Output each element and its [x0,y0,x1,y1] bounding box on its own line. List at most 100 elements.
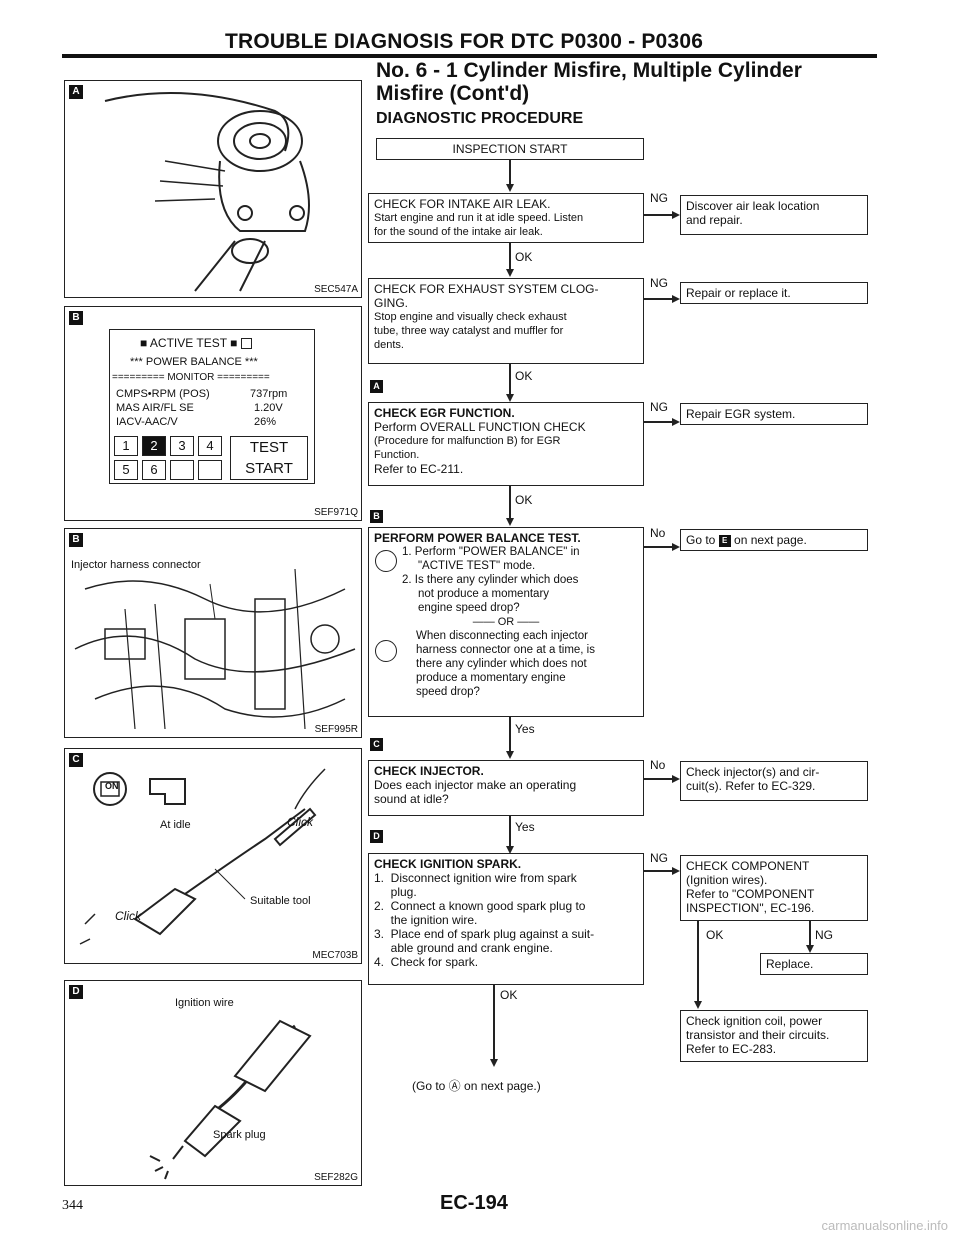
or-divider: —— OR —— [472,616,540,628]
step-exhaust-clogging: CHECK FOR EXHAUST SYSTEM CLOG- GING. Sto… [368,278,644,364]
monitor-row: CMPS•RPM (POS) [116,388,210,400]
figure-panel-d: D Ignition wire Spark plug SEF282G [64,980,362,1186]
ng-label: NG [815,928,833,942]
procedure-title: DIAGNOSTIC PROCEDURE [376,110,584,127]
ng-box-air-leak: Discover air leak location and repair. [680,195,868,235]
step-intake-air-leak: CHECK FOR INTAKE AIR LEAK. Start engine … [368,193,644,243]
monitor-value: 1.20V [254,402,283,414]
figure-code-d: SEF282G [314,1172,358,1183]
connector-line [644,546,674,548]
figure-code-b: SEF971Q [314,507,358,518]
ng-label: NG [650,191,668,205]
connector-line [644,214,674,216]
screen-line-power-balance: *** POWER BALANCE *** [130,356,258,368]
connector-line [644,298,674,300]
figure-panel-a: A SEC547A [64,80,362,298]
page-header-title: TROUBLE DIAGNOSIS FOR DTC P0300 - P0306 [225,30,704,53]
click-label: Click [287,815,313,829]
spark-plug-illustration [149,1019,312,1180]
arrow-right [672,418,680,426]
test-start-button[interactable]: TEST START [230,436,308,480]
spark-plug-label: Spark plug [213,1129,266,1141]
arrow-right [672,867,680,875]
no-box-go-to-e: Go to E on next page. [680,529,868,551]
inspection-start-box: INSPECTION START [376,138,644,160]
figure-panel-c: C ON At idle Click Click Suitable tool M… [64,748,362,964]
connector-line [509,364,511,396]
connector-line [809,921,811,947]
ok-label: OK [706,928,724,942]
arrow-down [506,518,514,526]
arrow-down [506,751,514,759]
panel-label-a: A [69,85,83,99]
cylinder-button-3[interactable]: 3 [170,436,194,456]
ignition-on-label: ON [105,781,119,791]
checkbox-icon [240,338,252,350]
cylinder-button-2[interactable]: 2 [142,436,166,456]
arrow-right [672,543,680,551]
injector-harness-caption: Injector harness connector [71,559,201,571]
ok-label: OK [515,493,533,507]
ok-label: OK [500,988,518,1002]
arrow-down [806,945,814,953]
no-box-injector: Check injector(s) and cir- cuit(s). Refe… [680,761,868,801]
tools-icon [375,640,397,662]
cylinder-button-6[interactable]: 6 [142,460,166,480]
arrow-right [672,295,680,303]
arrow-right [672,211,680,219]
figure-panel-b: B ■ ACTIVE TEST ■ *** POWER BALANCE *** … [64,306,362,521]
no-label: No [650,526,666,540]
arrow-down [506,394,514,402]
injector-check-illustration [79,768,326,945]
click-label-2: Click [115,909,141,923]
panel-label-d: D [69,985,83,999]
ng-label: NG [650,276,668,290]
watermark: carmanualsonline.info [821,1218,948,1233]
step-power-balance: PERFORM POWER BALANCE TEST. 1. Perform "… [368,527,644,717]
cylinder-button-1[interactable]: 1 [114,436,138,456]
section-page-code: EC-194 [440,1192,508,1214]
at-idle-label: At idle [160,819,191,831]
arrow-right [672,775,680,783]
step-ignition-spark: CHECK IGNITION SPARK. 1. Disconnect igni… [368,853,644,985]
monitor-value: 26% [254,416,277,428]
arrow-down [490,1059,498,1067]
cylinder-button-blank[interactable] [170,460,194,480]
connector-line [509,486,511,520]
monitor-row: IACV-AAC/V [116,416,178,428]
consult-screen: ■ ACTIVE TEST ■ *** POWER BALANCE *** ==… [109,329,315,484]
ignition-wire-label: Ignition wire [175,997,234,1009]
arrow-down [506,846,514,854]
panel-label-b2: B [69,533,83,547]
connector-line [509,243,511,271]
cylinder-button-4[interactable]: 4 [198,436,222,456]
ng-label: NG [650,851,668,865]
cylinder-button-blank[interactable] [198,460,222,480]
arrow-down [506,269,514,277]
header-rule [62,54,877,58]
connector-line [644,778,674,780]
connector-line [493,985,495,1061]
marker-d: D [370,830,383,843]
go-to-next-page: (Go to Ⓐ on next page.) [412,1079,541,1093]
marker-b: B [370,510,383,523]
connector-line [697,921,699,1003]
screen-line-monitor: ========= MONITOR ========= [112,372,270,383]
ng-box-exhaust: Repair or replace it. [680,282,868,304]
ok-label: OK [515,250,533,264]
connector-line [509,717,511,753]
arrow-down [506,184,514,192]
figure-code-a: SEC547A [314,284,358,295]
cylinder-button-5[interactable]: 5 [114,460,138,480]
marker-a: A [370,380,383,393]
monitor-row: MAS AIR/FL SE [116,402,194,414]
final-box-ignition-coil: Check ignition coil, power transistor an… [680,1010,868,1062]
arrow-down [694,1001,702,1009]
ng-label: NG [650,400,668,414]
connector-line [509,816,511,848]
page-number: 344 [62,1198,83,1213]
engine-bay-illustration [74,568,356,730]
no-label: No [650,758,666,772]
section-title: No. 6 - 1 Cylinder Misfire, Multiple Cyl… [376,59,802,105]
step-check-injector: CHECK INJECTOR. Does each injector make … [368,760,644,816]
